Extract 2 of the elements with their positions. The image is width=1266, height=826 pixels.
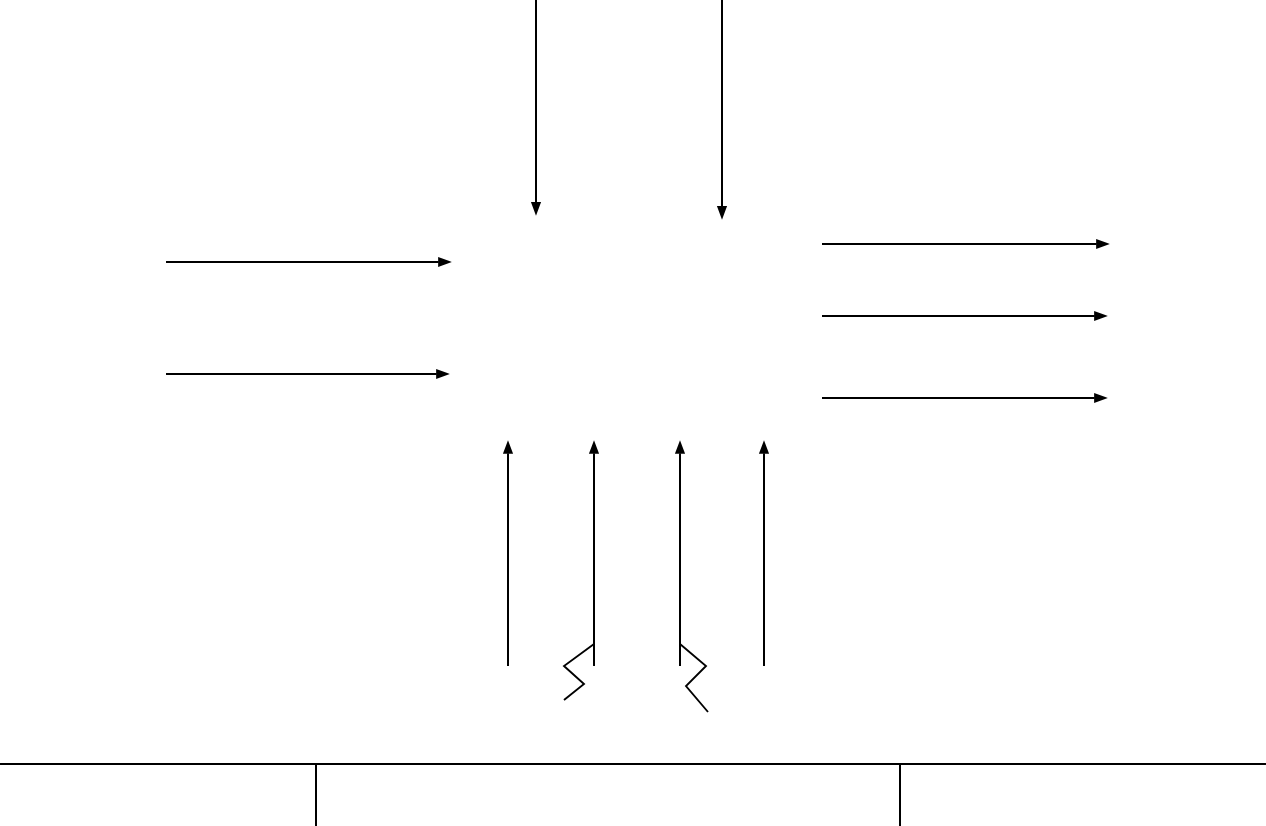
- footer-cell: [315, 763, 901, 826]
- footer-cell: [899, 763, 1266, 826]
